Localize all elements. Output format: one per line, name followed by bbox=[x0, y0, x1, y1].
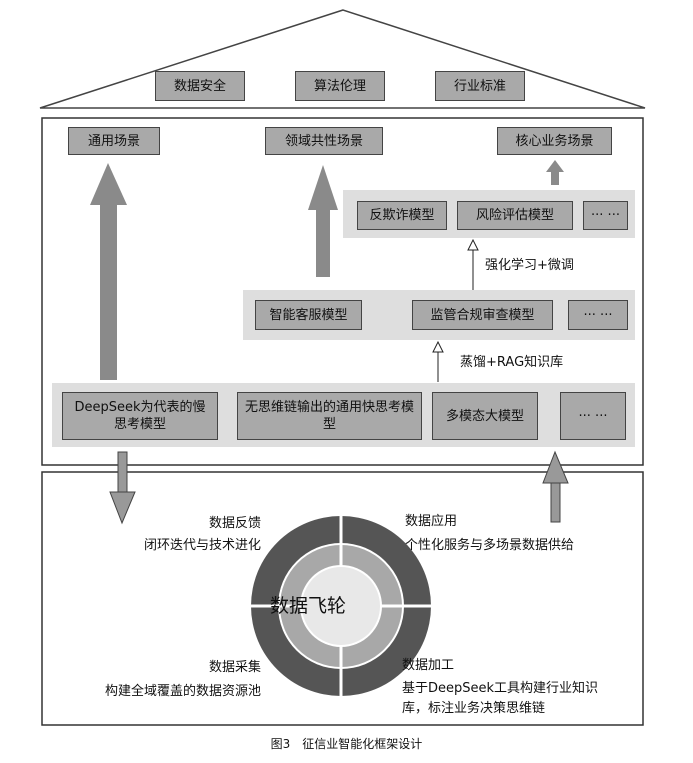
tier3-method: 强化学习+微调 bbox=[485, 258, 574, 273]
arrow-distill bbox=[432, 340, 444, 382]
roof-industry-standard: 行业标准 bbox=[435, 71, 525, 101]
arrow-to-general bbox=[90, 163, 127, 380]
tier2-compliance: 监管合规审查模型 bbox=[412, 300, 553, 330]
roof-data-security: 数据安全 bbox=[155, 71, 245, 101]
collection-title: 数据采集 bbox=[208, 660, 261, 675]
tier2-more: ··· ··· bbox=[568, 300, 628, 330]
tier3-risk: 风险评估模型 bbox=[457, 201, 573, 230]
flywheel-center: 数据飞轮 bbox=[270, 595, 347, 617]
arrow-to-core bbox=[546, 160, 564, 185]
tier2-customer-service: 智能客服模型 bbox=[255, 300, 362, 330]
application-title: 数据应用 bbox=[405, 514, 458, 529]
scene-core: 核心业务场景 bbox=[497, 127, 612, 155]
arrow-up-application bbox=[542, 450, 569, 523]
tier3-antifraud: 反欺诈模型 bbox=[357, 201, 447, 230]
tier1-slow-thinking: DeepSeek为代表的慢思考模型 bbox=[62, 392, 218, 440]
arrow-rl bbox=[467, 238, 479, 290]
flywheel bbox=[249, 514, 433, 698]
collection-desc: 构建全域覆盖的数据资源池 bbox=[104, 684, 261, 699]
arrow-down-feedback bbox=[109, 451, 136, 525]
application-desc: 个性化服务与多场景数据供给 bbox=[405, 538, 575, 553]
scene-domain: 领域共性场景 bbox=[265, 127, 383, 155]
processing-title: 数据加工 bbox=[402, 658, 455, 673]
feedback-desc: 闭环迭代与技术进化 bbox=[143, 538, 261, 553]
roof-algorithm-ethics: 算法伦理 bbox=[295, 71, 385, 101]
feedback-title: 数据反馈 bbox=[208, 516, 261, 531]
arrow-to-domain bbox=[308, 165, 338, 277]
scene-general: 通用场景 bbox=[68, 127, 160, 155]
tier1-more: ··· ··· bbox=[560, 392, 626, 440]
figure-caption: 图3 征信业智能化框架设计 bbox=[270, 737, 423, 751]
tier1-fast-thinking: 无思维链输出的通用快思考模型 bbox=[237, 392, 422, 440]
tier2-method: 蒸馏+RAG知识库 bbox=[460, 355, 564, 370]
tier3-more: ··· ··· bbox=[583, 201, 628, 230]
processing-desc: 基于DeepSeek工具构建行业知识库，标注业务决策思维链 bbox=[402, 681, 599, 716]
tier1-multimodal: 多模态大模型 bbox=[432, 392, 538, 440]
